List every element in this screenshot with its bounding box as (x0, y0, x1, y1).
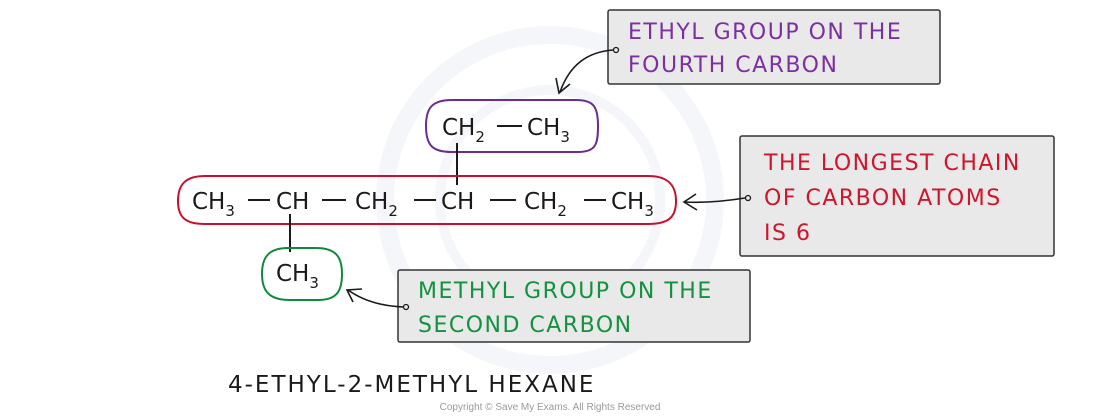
chain-annotation-box (739, 135, 1055, 257)
chain-carbon-1: CH3 (192, 189, 235, 220)
chain-arrowhead (682, 193, 698, 211)
ethyl-arrow (559, 49, 614, 93)
main-chain-ring (176, 175, 678, 225)
compound-name: 4-ETHYL-2-METHYL HEXANE (228, 372, 595, 398)
copyright-text: Copyright © Save My Exams. All Rights Re… (440, 402, 661, 413)
methyl-group-ring (260, 247, 344, 301)
chain-carbon-5: CH2 (524, 189, 567, 220)
methyl-annotation-line-1: METHYL GROUP ON THE (418, 279, 713, 304)
methyl-arrow-tail-dot (402, 303, 410, 311)
ethyl-carbon-1: CH2 (442, 115, 485, 146)
chain-annotation-line-1: THE LONGEST CHAIN (763, 151, 1021, 176)
chain-annotation-line-2: OF CARBON ATOMS (764, 186, 1002, 211)
methyl-annotation-line-2: SECOND CARBON (418, 313, 633, 338)
chain-carbon-4: CH (441, 189, 474, 215)
ethyl-arrowhead (555, 77, 571, 95)
chain-carbon-2: CH (276, 189, 309, 215)
ethyl-carbon-2: CH3 (527, 115, 570, 146)
methyl-carbon: CH3 (276, 261, 319, 292)
ethyl-annotation-line-2: FOURTH CARBON (628, 53, 838, 78)
ethyl-annotation-line-1: ETHYL GROUP ON THE (628, 20, 902, 45)
ethyl-arrow-tail-dot (612, 46, 620, 54)
methyl-arrow (347, 289, 404, 308)
chain-carbon-6: CH3 (611, 189, 654, 220)
chain-arrow (683, 197, 746, 204)
chain-carbon-3: CH2 (355, 189, 398, 220)
ethyl-annotation-box (607, 9, 941, 85)
methyl-arrowhead (345, 288, 363, 303)
ethyl-group-ring (424, 99, 600, 153)
chain-annotation-line-3: IS 6 (764, 221, 811, 246)
chain-arrow-tail-dot (744, 194, 752, 202)
